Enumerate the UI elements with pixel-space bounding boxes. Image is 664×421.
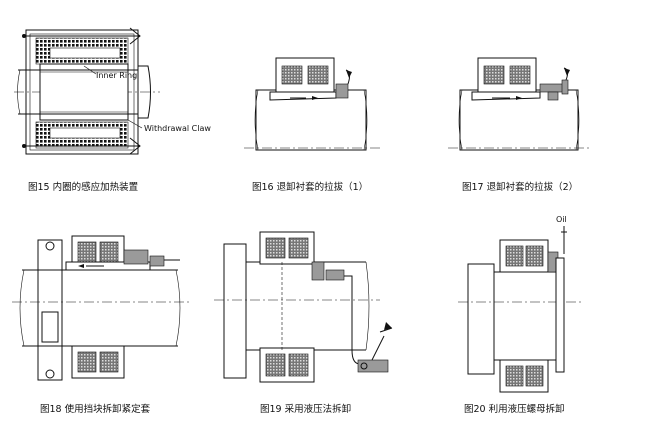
fig17-caption: 图17 退卸衬套的拉拔（2） bbox=[462, 181, 578, 193]
fig16-sleeve-withdrawal-1-drawing bbox=[244, 57, 380, 151]
fig16-caption: 图16 退卸衬套的拉拔（1） bbox=[252, 181, 368, 193]
fig19-hydraulic-removal-drawing bbox=[214, 231, 393, 383]
fig20-label-oil: Oil bbox=[556, 215, 567, 224]
fig15-caption: 图15 内圈的感应加热装置 bbox=[28, 181, 138, 193]
fig15-induction-heater-drawing bbox=[14, 27, 160, 155]
fig18-caption: 图18 使用挡块拆卸紧定套 bbox=[40, 403, 151, 415]
fig19-caption: 图19 采用液压法拆卸 bbox=[260, 403, 351, 415]
fig15-label-withdrawal-claw: Withdrawal Claw bbox=[144, 124, 211, 133]
fig18-stop-block-removal-drawing bbox=[12, 235, 190, 381]
fig20-hydraulic-nut-removal-drawing bbox=[458, 226, 584, 393]
fig15-label-inner-ring: Inner Ring bbox=[96, 71, 137, 80]
fig20-caption: 图20 利用液压螺母拆卸 bbox=[464, 403, 565, 415]
fig17-sleeve-withdrawal-2-drawing bbox=[448, 57, 592, 151]
